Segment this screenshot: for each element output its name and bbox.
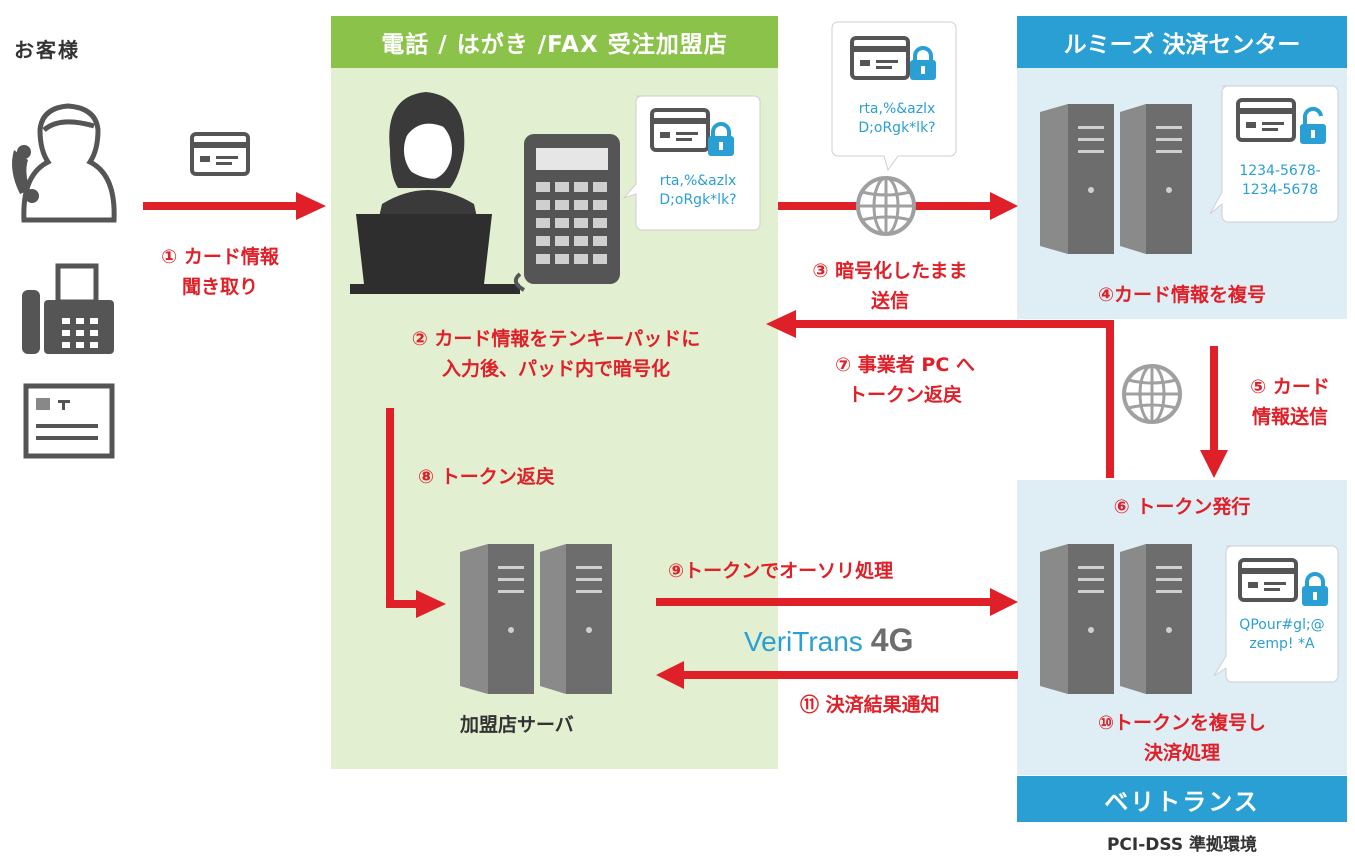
lumiz-server-icon [1040, 104, 1192, 254]
pad-bubble-line1: rta,%&azlx [659, 173, 737, 189]
step-11-label: ⑪ 決済結果通知 [800, 694, 940, 716]
transit-bubble [831, 21, 957, 172]
card-icon [190, 132, 250, 176]
transit-bubble-text: rta,%&azlx D;oRgk*lk? [838, 100, 956, 138]
step-1-line1: ① カード情報 [161, 246, 279, 268]
token-bubble-line2: zemp! *A [1249, 636, 1315, 652]
step-3-line1: ③ 暗号化したまま [812, 260, 968, 282]
decrypt-bubble-line2: 1234-5678 [1241, 182, 1319, 198]
step-3-label: ③ 暗号化したまま 送信 [780, 256, 1000, 316]
operator-icon [350, 92, 520, 294]
token-bubble [1213, 545, 1339, 683]
token-bubble-line1: QPour#gl;@ [1239, 617, 1325, 633]
veritrans-logo-text: VeriTrans [744, 626, 863, 657]
pad-bubble-text: rta,%&azlx D;oRgk*lk? [642, 172, 754, 210]
pad-bubble [622, 95, 761, 231]
merchant-header: 電話 / はがき /FAX 受注加盟店 [331, 16, 778, 68]
step-10-label: ⑩トークンを複号し 決済処理 [1017, 708, 1347, 768]
step-3-line2: 送信 [870, 290, 909, 312]
step-6-label: ⑥ トークン発行 [1113, 496, 1251, 518]
step-4-label: ④カード情報を複号 [1097, 284, 1267, 306]
step-2-label: ② カード情報をテンキーパッドに 入力後、パッド内で暗号化 [336, 324, 776, 384]
globe-icon [856, 176, 916, 236]
step-1-line2: 聞き取り [181, 276, 258, 298]
veritrans-logo: VeriTrans 4G [744, 622, 913, 659]
pad-bubble-line2: D;oRgk*lk? [659, 192, 737, 208]
lumiz-header: ルミーズ 決済センター [1017, 16, 1347, 68]
step-2-line2: 入力後、パッド内で暗号化 [441, 358, 670, 380]
customer-title: お客様 [14, 38, 80, 62]
fax-icon [22, 263, 114, 354]
merchant-server-label: 加盟店サーバ [460, 714, 574, 736]
pci-label: PCI-DSS 準拠環境 [1106, 835, 1258, 855]
step-5-line1: ⑤ カード [1250, 376, 1330, 398]
step-9-label: ⑨トークンでオーソリ処理 [668, 560, 894, 582]
step-10-line2: 決済処理 [1143, 742, 1220, 764]
transit-bubble-line1: rta,%&azlx [858, 101, 936, 117]
merchant-server-icon [460, 544, 612, 694]
customer-phone-icon [12, 103, 117, 223]
decrypt-bubble-text: 1234-5678- 1234-5678 [1222, 162, 1338, 200]
step-7-label: ⑦ 事業者 PC へ トークン返戻 [790, 350, 1020, 410]
step-1-label: ① カード情報 聞き取り [130, 242, 310, 302]
globe-icon-2 [1122, 364, 1182, 424]
step-2-line1: ② カード情報をテンキーパッドに [411, 328, 701, 350]
keypad-icon [513, 134, 620, 292]
veritrans-logo-suffix: 4G [870, 622, 914, 658]
step-5-label: ⑤ カード 情報送信 [1230, 372, 1350, 432]
step-10-line1: ⑩トークンを複号し [1097, 712, 1267, 734]
veritrans-server-icon [1040, 544, 1192, 694]
transit-bubble-line2: D;oRgk*lk? [858, 120, 936, 136]
step-7-line2: トークン返戻 [847, 384, 962, 406]
postcard-icon [23, 383, 115, 459]
decrypt-bubble-line1: 1234-5678- [1239, 163, 1321, 179]
step-5-line2: 情報送信 [1251, 406, 1328, 428]
decrypt-bubble [1209, 85, 1339, 223]
step-8-label: ⑧ トークン返戻 [418, 466, 555, 488]
step-7-line1: ⑦ 事業者 PC へ [835, 354, 975, 376]
token-bubble-text: QPour#gl;@ zemp! *A [1226, 616, 1338, 654]
veritrans-header: ベリトランス [1017, 776, 1347, 822]
